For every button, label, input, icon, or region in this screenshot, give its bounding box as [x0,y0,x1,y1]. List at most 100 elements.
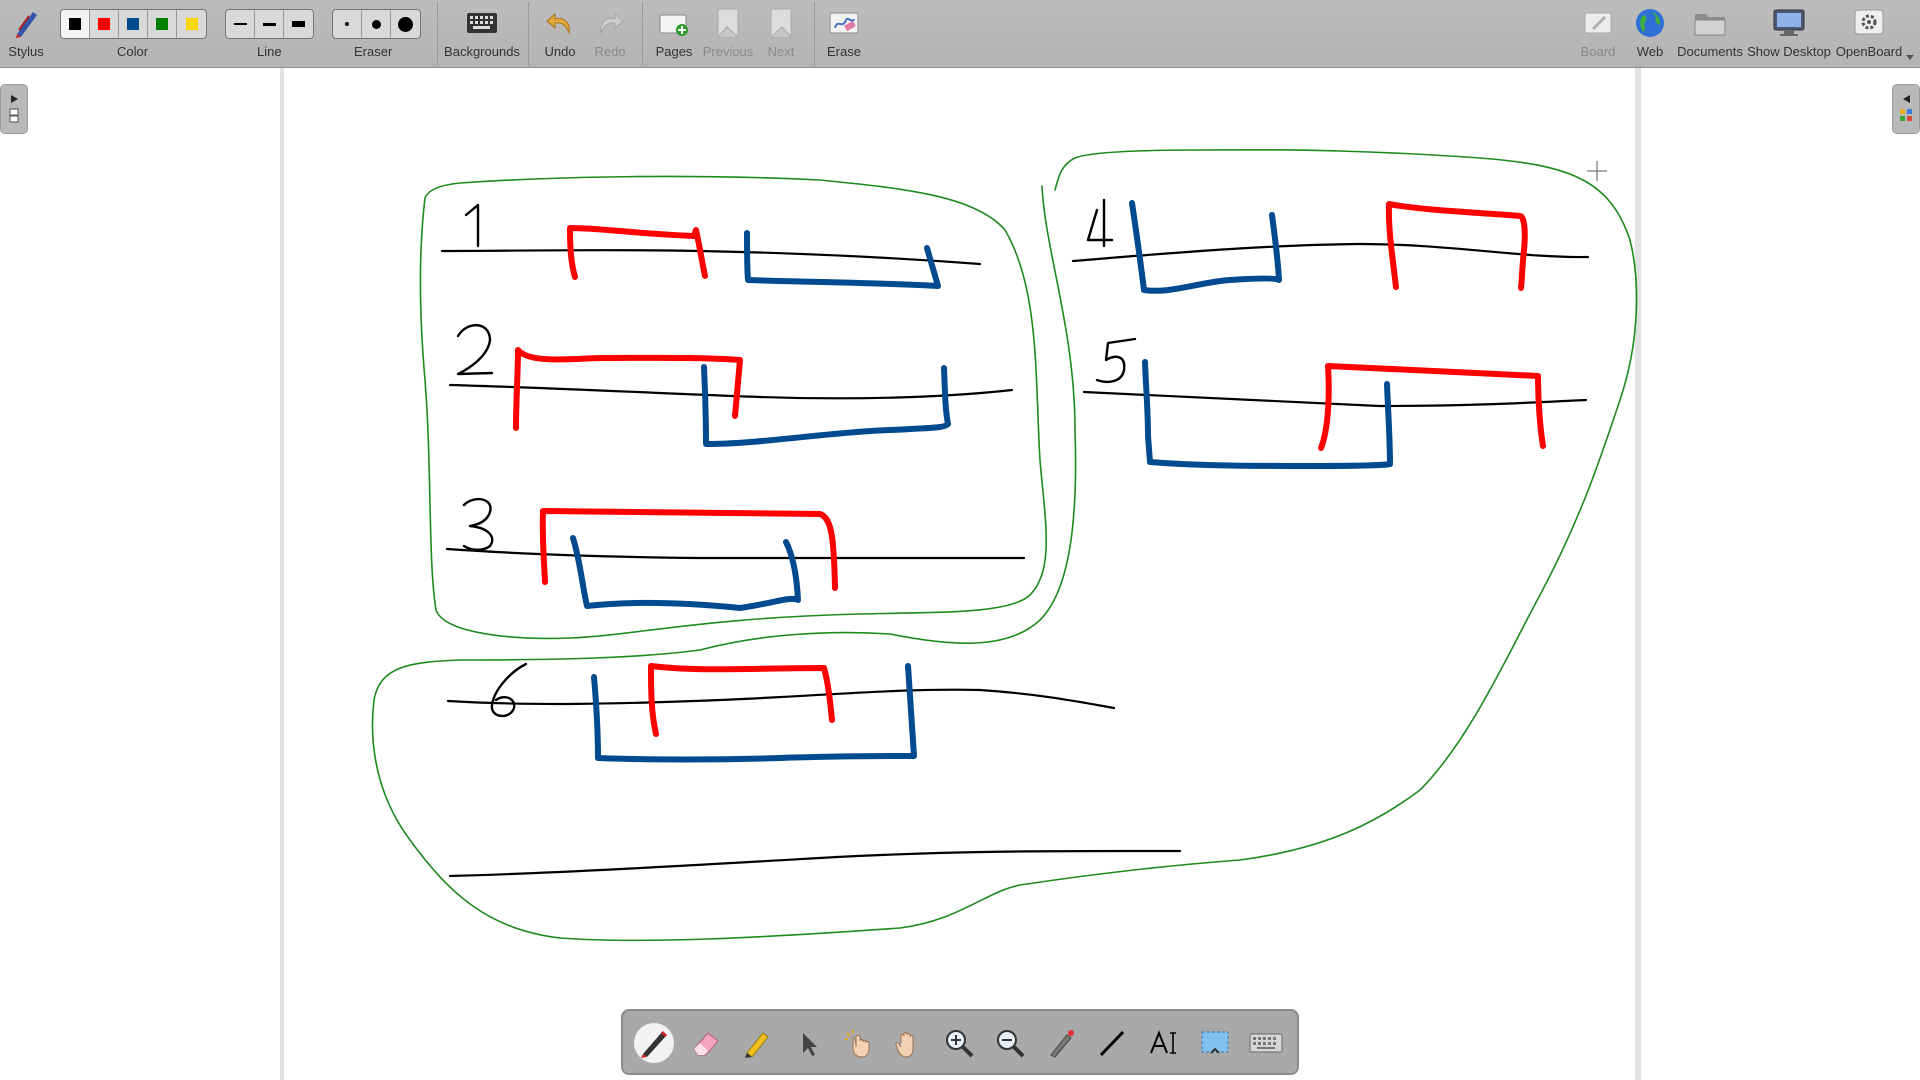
crosshair-cursor-icon [1587,161,1607,181]
documents-button[interactable]: Documents [1677,0,1743,68]
numeral-4 [1086,198,1114,248]
green-enclosure-large [371,148,1638,942]
redo-button[interactable]: Redo [587,0,633,68]
pen-icon [641,1030,668,1058]
dropdown-arrow-icon[interactable] [1906,55,1914,60]
laser-pointer-tool-button[interactable] [1041,1023,1081,1063]
red-signal-5 [1318,363,1546,451]
marker-tool-button[interactable] [737,1023,777,1063]
pages-label: Pages [655,44,693,59]
web-button[interactable]: Web [1630,0,1670,68]
blue-signal-4 [1129,200,1282,294]
line-medium-option[interactable] [255,10,284,38]
line-icon [1099,1030,1125,1057]
keyboard-icon [1249,1033,1283,1053]
color-label: Color [117,44,149,59]
color-swatch-red[interactable] [90,10,119,38]
eraser-size-picker[interactable] [332,9,421,39]
eraser-medium-option[interactable] [362,10,391,38]
previous-page-button[interactable]: Previous [702,0,754,68]
board-button[interactable]: Board [1576,0,1620,68]
zoom-in-tool-button[interactable] [939,1023,979,1063]
red-signal-3 [539,508,838,591]
tool-palette [621,1009,1299,1075]
openboard-label: OpenBoard [1835,44,1903,59]
blue-signal-1 [744,230,941,289]
backgrounds-button[interactable]: Backgrounds [440,0,524,68]
zoom-out-icon [997,1030,1025,1058]
toolbar-separator [437,2,438,66]
undo-icon [543,6,577,40]
numeral-6 [490,662,528,718]
show-desktop-button[interactable]: Show Desktop [1747,0,1831,68]
numeral-1 [464,203,480,248]
undo-label: Undo [544,44,576,59]
line-width-picker[interactable] [225,9,314,39]
blue-signal-3 [570,535,801,611]
eraser-icon [693,1032,719,1056]
erase-button[interactable]: Erase [824,0,864,68]
color-swatch-yellow[interactable] [177,10,206,38]
undo-button[interactable]: Undo [537,0,583,68]
left-pages-panel-toggle[interactable] [0,84,28,134]
page-edge-right [1635,68,1641,1080]
next-page-button[interactable]: Next [762,0,800,68]
interact-tool-button[interactable] [837,1023,877,1063]
redo-icon [593,6,627,40]
settings-gear-icon [1852,6,1886,40]
zoom-out-tool-button[interactable] [990,1023,1030,1063]
baseline-5 [1082,390,1588,408]
interact-icon [845,1030,870,1058]
stylus-button[interactable]: Stylus [4,0,48,68]
blue-signal-2 [701,364,951,447]
marker-icon [745,1032,769,1058]
erase-board-icon [827,6,861,40]
folder-icon [1693,6,1727,40]
line-tool-button[interactable] [1092,1023,1132,1063]
pen-tool-button[interactable] [634,1023,674,1063]
documents-label: Documents [1677,44,1743,59]
eraser-large-option[interactable] [391,10,420,38]
numeral-3 [462,497,494,551]
pages-button[interactable]: Pages [652,0,696,68]
blue-signal-5 [1142,359,1393,469]
page-edge-left [280,68,284,1080]
color-swatch-green[interactable] [148,10,177,38]
eraser-tool-button[interactable] [686,1023,726,1063]
blue-signal-6 [591,663,917,763]
numeral-5 [1095,337,1137,384]
capture-tool-button[interactable] [1195,1023,1235,1063]
globe-icon [1633,6,1667,40]
top-toolbar: Stylus Color Line Eraser Backgro [0,0,1920,68]
web-label: Web [1636,44,1664,59]
color-swatch-blue[interactable] [119,10,148,38]
text-icon [1150,1030,1176,1054]
board-label: Board [1580,44,1616,59]
hand-tool-button[interactable] [888,1023,928,1063]
openboard-menu-button[interactable]: OpenBoard [1836,0,1902,68]
toolbar-separator [528,2,529,66]
next-page-icon [764,6,798,40]
selector-tool-button[interactable] [788,1023,828,1063]
monitor-icon [1772,6,1806,40]
right-library-panel-toggle[interactable] [1892,84,1920,134]
text-tool-button[interactable] [1144,1023,1184,1063]
board-icon [1581,6,1615,40]
color-swatch-black[interactable] [61,10,90,38]
red-signal-4 [1385,201,1528,291]
line-thick-option[interactable] [284,10,313,38]
selector-icon [803,1033,817,1056]
erase-label: Erase [827,44,861,59]
eraser-label: Eraser [354,44,393,59]
eraser-small-option[interactable] [333,10,362,38]
line-label: Line [257,44,282,59]
red-signal-2 [513,347,743,431]
color-picker[interactable] [60,9,207,39]
previous-label: Previous [702,44,754,59]
line-thin-option[interactable] [226,10,255,38]
previous-page-icon [711,6,745,40]
keyboard-tool-button[interactable] [1246,1023,1286,1063]
stylus-icon [9,6,43,40]
baseline-1 [440,249,982,266]
whiteboard-canvas[interactable] [0,68,1920,1080]
